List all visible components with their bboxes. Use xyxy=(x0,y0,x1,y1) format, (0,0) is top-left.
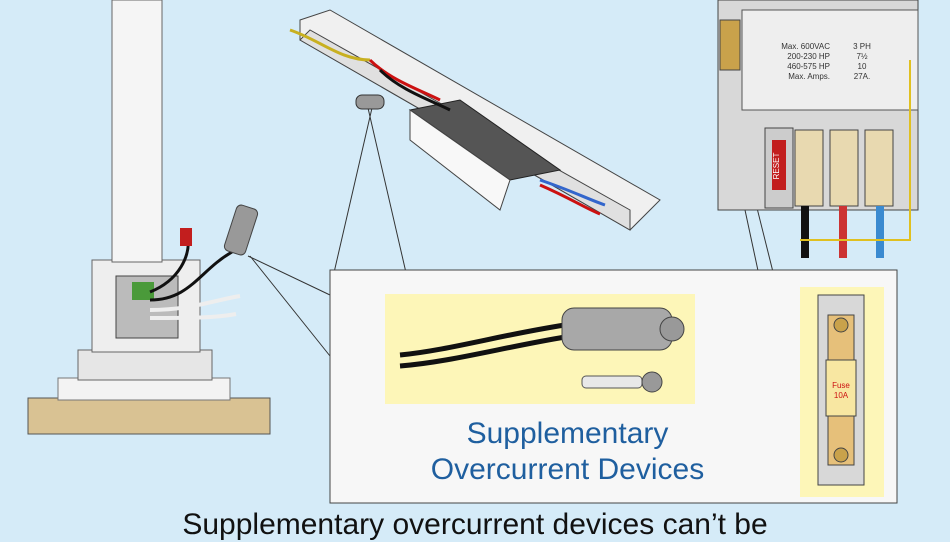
callout-panel: Fuse 10A xyxy=(329,269,898,504)
fuse-label-line-1: Fuse xyxy=(832,381,850,390)
reset-label: RESET xyxy=(772,153,781,180)
light-fixture xyxy=(289,9,661,231)
illustration: RESET Max. 600VAC 3 PH 200-230 HP 7½ 460… xyxy=(27,0,919,504)
nameplate-line-2-right: 7½ xyxy=(856,52,867,61)
nameplate-line-4-left: Max. Amps. xyxy=(788,72,830,81)
callout-title-line-1: Supplementary xyxy=(466,417,669,450)
nameplate-line-1-right: 3 PH xyxy=(853,42,871,51)
caption: Supplementary overcurrent devices can’t … xyxy=(182,508,768,541)
nameplate-line-4-right: 27A. xyxy=(854,72,870,81)
callout-title: Supplementary Overcurrent Devices xyxy=(385,416,750,488)
glass-fuse-icon xyxy=(581,375,643,389)
callout-title-line-2: Overcurrent Devices xyxy=(430,453,705,486)
nameplate-line-3-right: 10 xyxy=(858,62,867,71)
nameplate-line-3-left: 460-575 HP xyxy=(787,62,830,71)
fuse-label-line-2: 10A xyxy=(834,391,849,400)
wire-connector-icon xyxy=(180,228,192,246)
nameplate-line-2-left: 200-230 HP xyxy=(787,52,830,61)
inline-fuse-holder-icon xyxy=(561,307,673,351)
motor-starter: RESET Max. 600VAC 3 PH 200-230 HP 7½ 460… xyxy=(717,0,919,258)
light-pole xyxy=(27,0,271,435)
inline-fuse-holder-icon xyxy=(223,204,259,256)
nameplate-line-1-left: Max. 600VAC xyxy=(781,42,830,51)
